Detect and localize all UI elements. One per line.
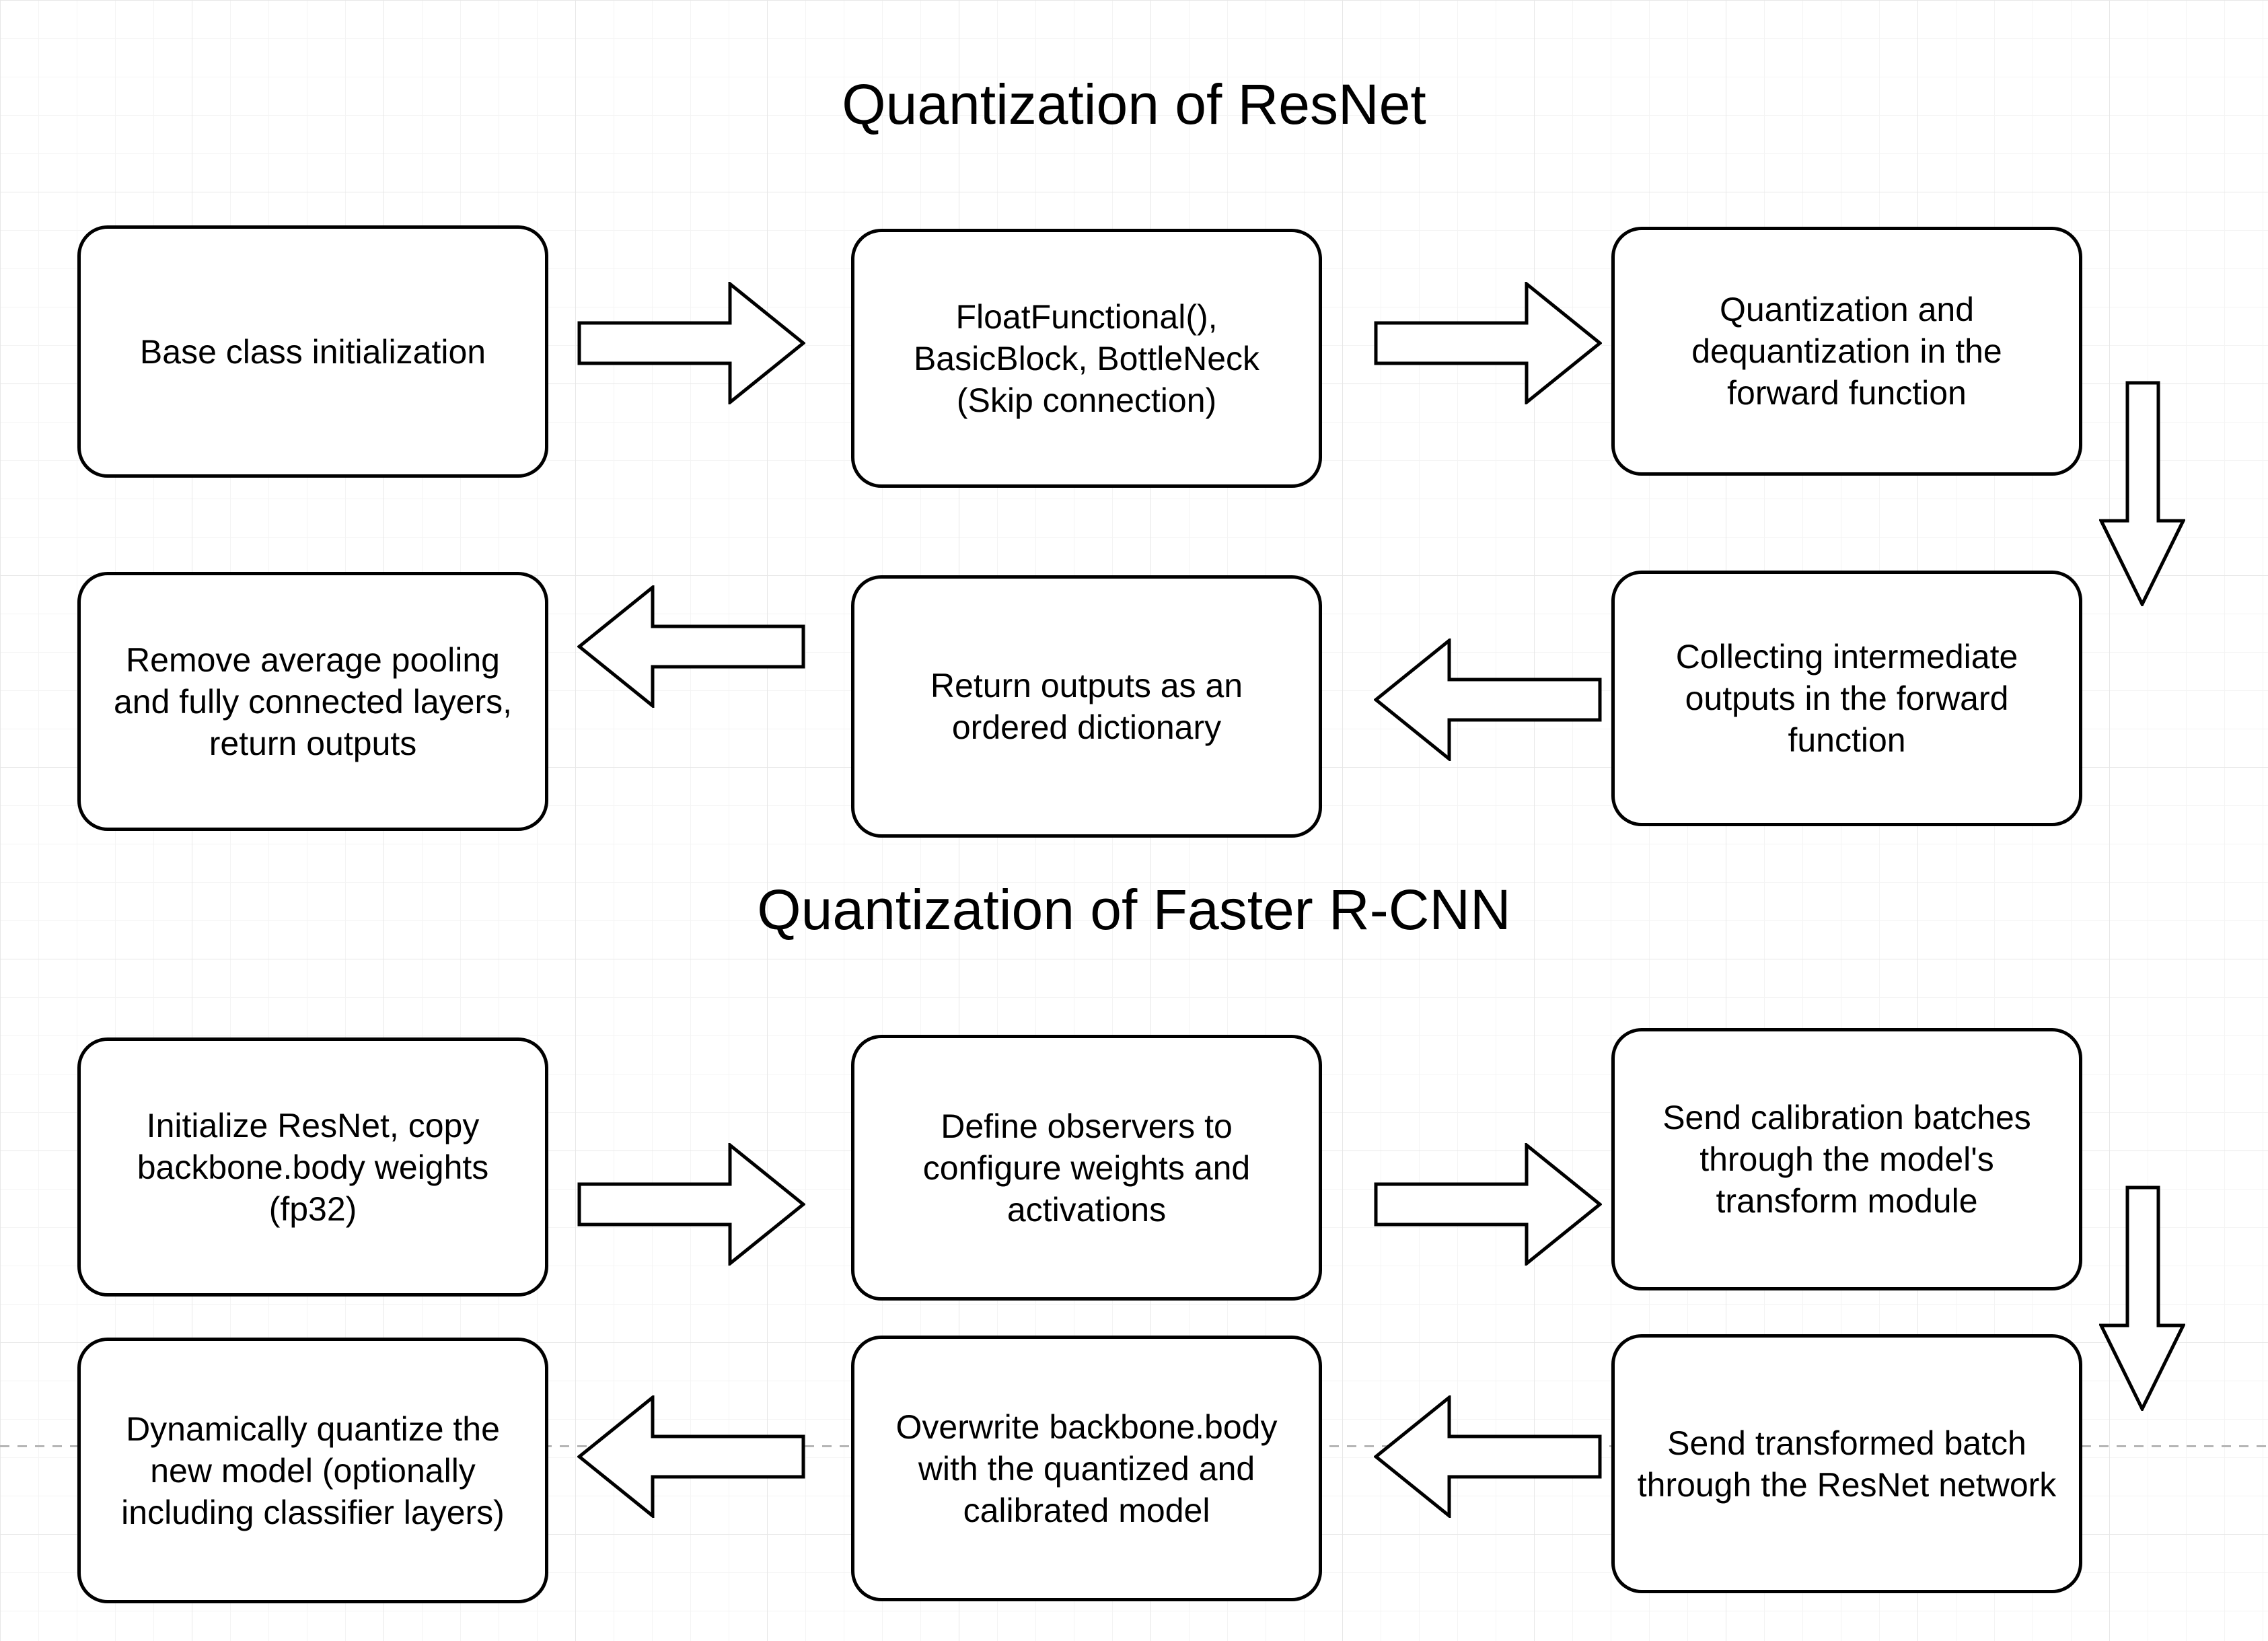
flow-box-resnet-step1: Base class initialization [77,225,548,478]
flow-box-resnet-step2: FloatFunctional(), BasicBlock, BottleNec… [851,229,1322,488]
arrow-down-icon [2099,1186,2185,1411]
arrow-left-icon [1374,639,1602,761]
flow-box-frcnn-step6: Dynamically quantize the new model (opti… [77,1338,548,1603]
flow-box-frcnn-step2: Define observers to configure weights an… [851,1035,1322,1301]
arrow-right-icon [1374,282,1602,404]
flow-box-frcnn-step3: Send calibration batches through the mod… [1611,1028,2082,1290]
arrow-left-icon [1374,1395,1602,1518]
arrow-left-icon [577,1395,805,1518]
arrow-right-icon [1374,1143,1602,1266]
section-title-resnet: Quantization of ResNet [842,73,1426,136]
arrow-down-icon [2099,381,2185,606]
section-title-faster-rcnn: Quantization of Faster R-CNN [757,878,1511,941]
arrow-left-icon [577,585,805,708]
flow-box-frcnn-step4: Send transformed batch through the ResNe… [1611,1334,2082,1593]
flow-box-resnet-step6: Remove average pooling and fully connect… [77,572,548,831]
flow-box-frcnn-step1: Initialize ResNet, copy backbone.body we… [77,1037,548,1297]
flow-box-resnet-step4: Collecting intermediate outputs in the f… [1611,571,2082,826]
arrow-right-icon [577,1143,805,1266]
flow-box-resnet-step5: Return outputs as an ordered dictionary [851,575,1322,838]
flow-box-frcnn-step5: Overwrite backbone.body with the quantiz… [851,1336,1322,1601]
arrow-right-icon [577,282,805,404]
flow-box-resnet-step3: Quantization and dequantization in the f… [1611,227,2082,476]
